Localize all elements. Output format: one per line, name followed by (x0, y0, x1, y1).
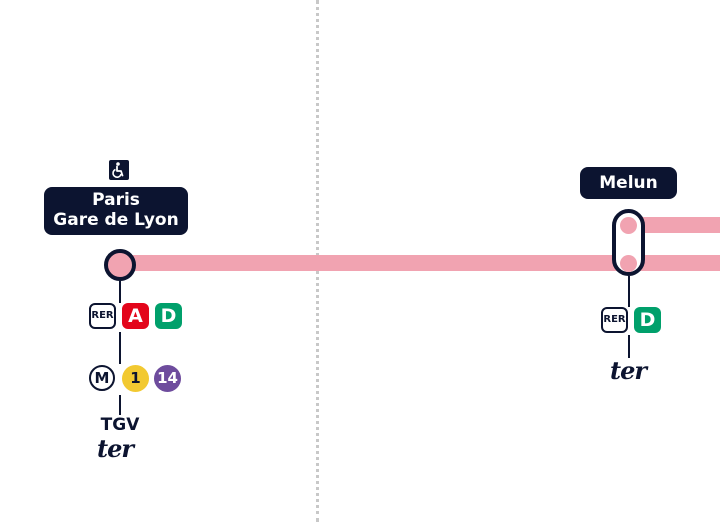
connector-line (628, 276, 630, 307)
station-name-line2: Gare de Lyon (53, 210, 179, 230)
metro-line-1-badge[interactable]: 1 (122, 365, 149, 392)
wheelchair-icon (109, 160, 129, 180)
rer-line-a-badge[interactable]: A (122, 303, 149, 329)
connector-line (628, 335, 630, 358)
connector-line (119, 281, 121, 303)
metro-logo: M (89, 365, 115, 391)
station-stop-melun[interactable] (612, 209, 645, 276)
station-label-melun[interactable]: Melun (580, 167, 677, 199)
station-name-line1: Paris (92, 190, 140, 210)
rer-line-d-badge[interactable]: D (634, 307, 661, 333)
tgv-logo: TGV (100, 415, 140, 435)
stop-dot-lower (620, 255, 637, 272)
connector-line (119, 332, 121, 364)
rail-line-branch (628, 217, 720, 233)
rer-logo: RER (601, 307, 628, 333)
ter-logo: ter (610, 356, 647, 385)
stop-dot-upper (620, 217, 637, 234)
metro-line-14-badge[interactable]: 14 (154, 365, 181, 392)
station-stop-paris[interactable] (104, 249, 136, 281)
rail-line-main (120, 255, 720, 271)
ter-logo: ter (97, 434, 134, 463)
station-label-paris-gare-de-lyon[interactable]: Paris Gare de Lyon (44, 187, 188, 235)
rer-logo: RER (89, 303, 116, 329)
connector-line (119, 395, 121, 415)
rer-line-d-badge[interactable]: D (155, 303, 182, 329)
